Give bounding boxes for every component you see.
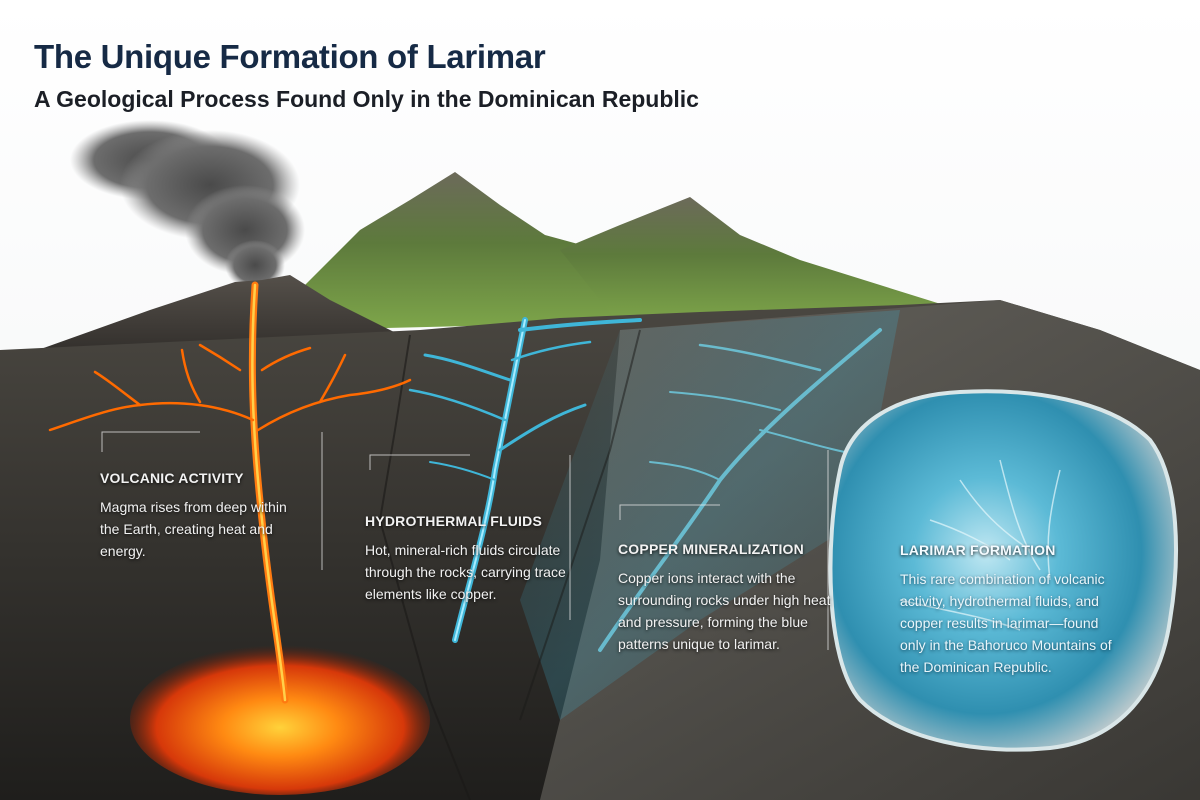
stage-heading: HYDROTHERMAL FLUIDS: [365, 513, 542, 529]
mountain-right: [560, 197, 960, 325]
stage-heading: COPPER MINERALIZATION: [618, 541, 804, 557]
stage-heading: LARIMAR FORMATION: [900, 542, 1056, 558]
stage-description: This rare combination of volcanic activi…: [900, 571, 1112, 675]
stage-volcanic-activity: VOLCANIC ACTIVITY Magma rises from deep …: [100, 470, 300, 562]
stage-description: Hot, mineral-rich fluids circulate throu…: [365, 542, 566, 602]
stage-heading: VOLCANIC ACTIVITY: [100, 470, 244, 486]
stage-hydrothermal-fluids: HYDROTHERMAL FLUIDS Hot, mineral-rich fl…: [365, 513, 580, 605]
stage-copper-mineralization: COPPER MINERALIZATION Copper ions intera…: [618, 541, 838, 655]
blue-mineral-wash: [520, 310, 900, 720]
magma-system: [48, 281, 430, 795]
page-subtitle: A Geological Process Found Only in the D…: [34, 86, 699, 112]
larimar-stone: [828, 389, 1178, 752]
magma-chamber: [130, 645, 430, 795]
stage-larimar-formation: LARIMAR FORMATION This rare combination …: [900, 542, 1115, 678]
rock-fracture: [378, 334, 471, 800]
page-title: The Unique Formation of Larimar: [34, 38, 546, 75]
rock-fracture-2: [519, 329, 641, 721]
stage-description: Magma rises from deep within the Earth, …: [100, 499, 287, 559]
smoke-plume: [70, 120, 305, 290]
callout-lines: [101, 431, 829, 650]
hydrothermal-veins: [408, 317, 642, 643]
copper-veins: [598, 328, 882, 652]
stage-description: Copper ions interact with the surroundin…: [618, 570, 831, 652]
